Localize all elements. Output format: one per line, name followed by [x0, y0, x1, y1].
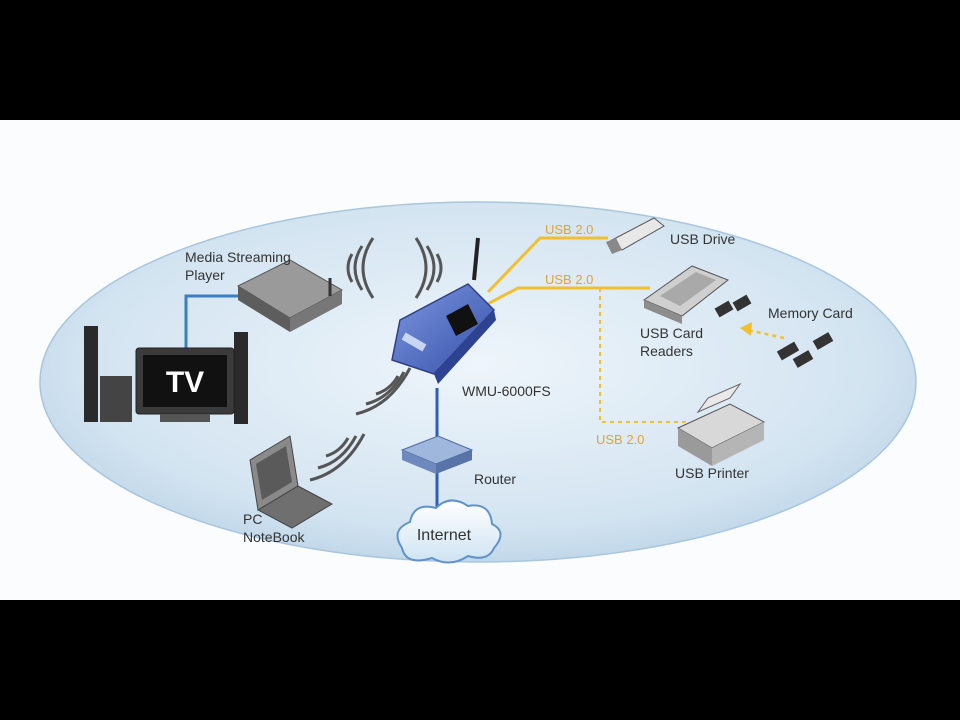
router-label: Router [474, 471, 516, 487]
tv-label: TV [166, 366, 204, 399]
notebook-device [249, 435, 334, 529]
top-letterbox [0, 0, 960, 120]
usb-card-readers-label-line1: USB Card [640, 325, 703, 341]
usb-card-reader-device [642, 265, 729, 324]
memory-card-arrowhead [740, 322, 752, 336]
tv-set [84, 326, 248, 424]
internet-cloud [396, 499, 502, 564]
usb-drive-label: USB Drive [670, 231, 736, 247]
usb-drive-device [606, 217, 665, 254]
usb-printer-label: USB Printer [675, 465, 749, 481]
internet-label: Internet [417, 527, 472, 544]
wifi-waves-notebook [309, 433, 366, 482]
media-player-device [236, 259, 344, 332]
usb-drive-cable [486, 236, 608, 294]
network-diagram: Media Streaming Player TV PC NoteBook [39, 201, 917, 564]
left-speaker [84, 326, 98, 422]
diagram-panel: Media Streaming Player TV PC NoteBook [0, 120, 960, 600]
media-player-label-line1: Media Streaming [185, 249, 291, 265]
usb-cables [479, 236, 785, 423]
device-display [446, 304, 478, 336]
usb-printer-cable [599, 288, 690, 423]
usb-reader-cable [479, 286, 650, 310]
bottom-letterbox [0, 600, 960, 720]
pc-label-line2: NoteBook [243, 529, 305, 545]
player-tv-cable [184, 294, 255, 350]
wifi-waves-player [346, 237, 375, 299]
memory-card-arrow [747, 328, 785, 340]
usb-printer-device [676, 382, 766, 466]
wmu-device [391, 237, 496, 384]
usb-label-drive: USB 2.0 [545, 222, 593, 237]
usb-label-printer: USB 2.0 [596, 432, 644, 447]
memory-card-label: Memory Card [768, 305, 853, 321]
device-antenna [472, 237, 480, 281]
memory-card-group [714, 294, 834, 368]
router-device [400, 435, 474, 474]
pc-label-line1: PC [243, 511, 262, 527]
usb-card-readers-label-line2: Readers [640, 343, 693, 359]
media-player-label-line2: Player [185, 267, 225, 283]
wifi-waves-device-low [355, 367, 412, 416]
lan-cables [184, 294, 439, 512]
wifi-waves-device-top [414, 237, 443, 299]
subwoofer [100, 376, 132, 422]
usb-label-reader: USB 2.0 [545, 272, 593, 287]
tv-screen [143, 355, 227, 407]
device-label: WMU-6000FS [462, 383, 551, 399]
right-speaker [234, 332, 248, 424]
